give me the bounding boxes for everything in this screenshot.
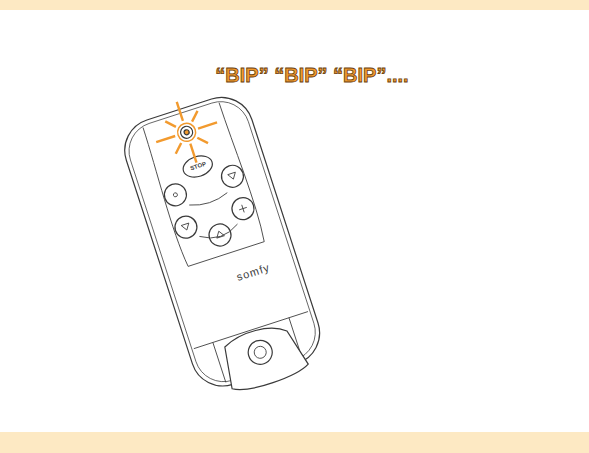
remote-body xyxy=(116,89,327,394)
button-icon xyxy=(171,172,253,247)
led-glow xyxy=(175,121,198,144)
bottom-band xyxy=(0,432,589,453)
light-ray xyxy=(190,144,196,163)
light-ray xyxy=(189,111,200,122)
button xyxy=(172,213,200,241)
led-light xyxy=(183,129,189,135)
button-icon xyxy=(173,192,178,197)
button xyxy=(162,181,190,209)
light-ray xyxy=(177,102,183,121)
light-ray xyxy=(173,143,184,154)
stop-button xyxy=(180,152,215,180)
light-ray xyxy=(197,135,208,146)
battery xyxy=(245,337,275,367)
light-ray xyxy=(156,136,175,142)
keypad-outline xyxy=(141,102,266,267)
button xyxy=(206,221,234,249)
remote-control xyxy=(114,81,331,404)
battery-flap xyxy=(217,318,310,395)
led xyxy=(179,125,194,140)
button xyxy=(219,162,247,190)
beep-sound: “BIP” “BIP” “BIP”.... xyxy=(215,64,408,87)
light-ray xyxy=(198,122,217,128)
top-band xyxy=(0,0,589,10)
ring-link xyxy=(189,193,239,243)
light-ray xyxy=(165,119,176,130)
battery-contact xyxy=(253,345,268,360)
light-burst xyxy=(146,92,227,173)
